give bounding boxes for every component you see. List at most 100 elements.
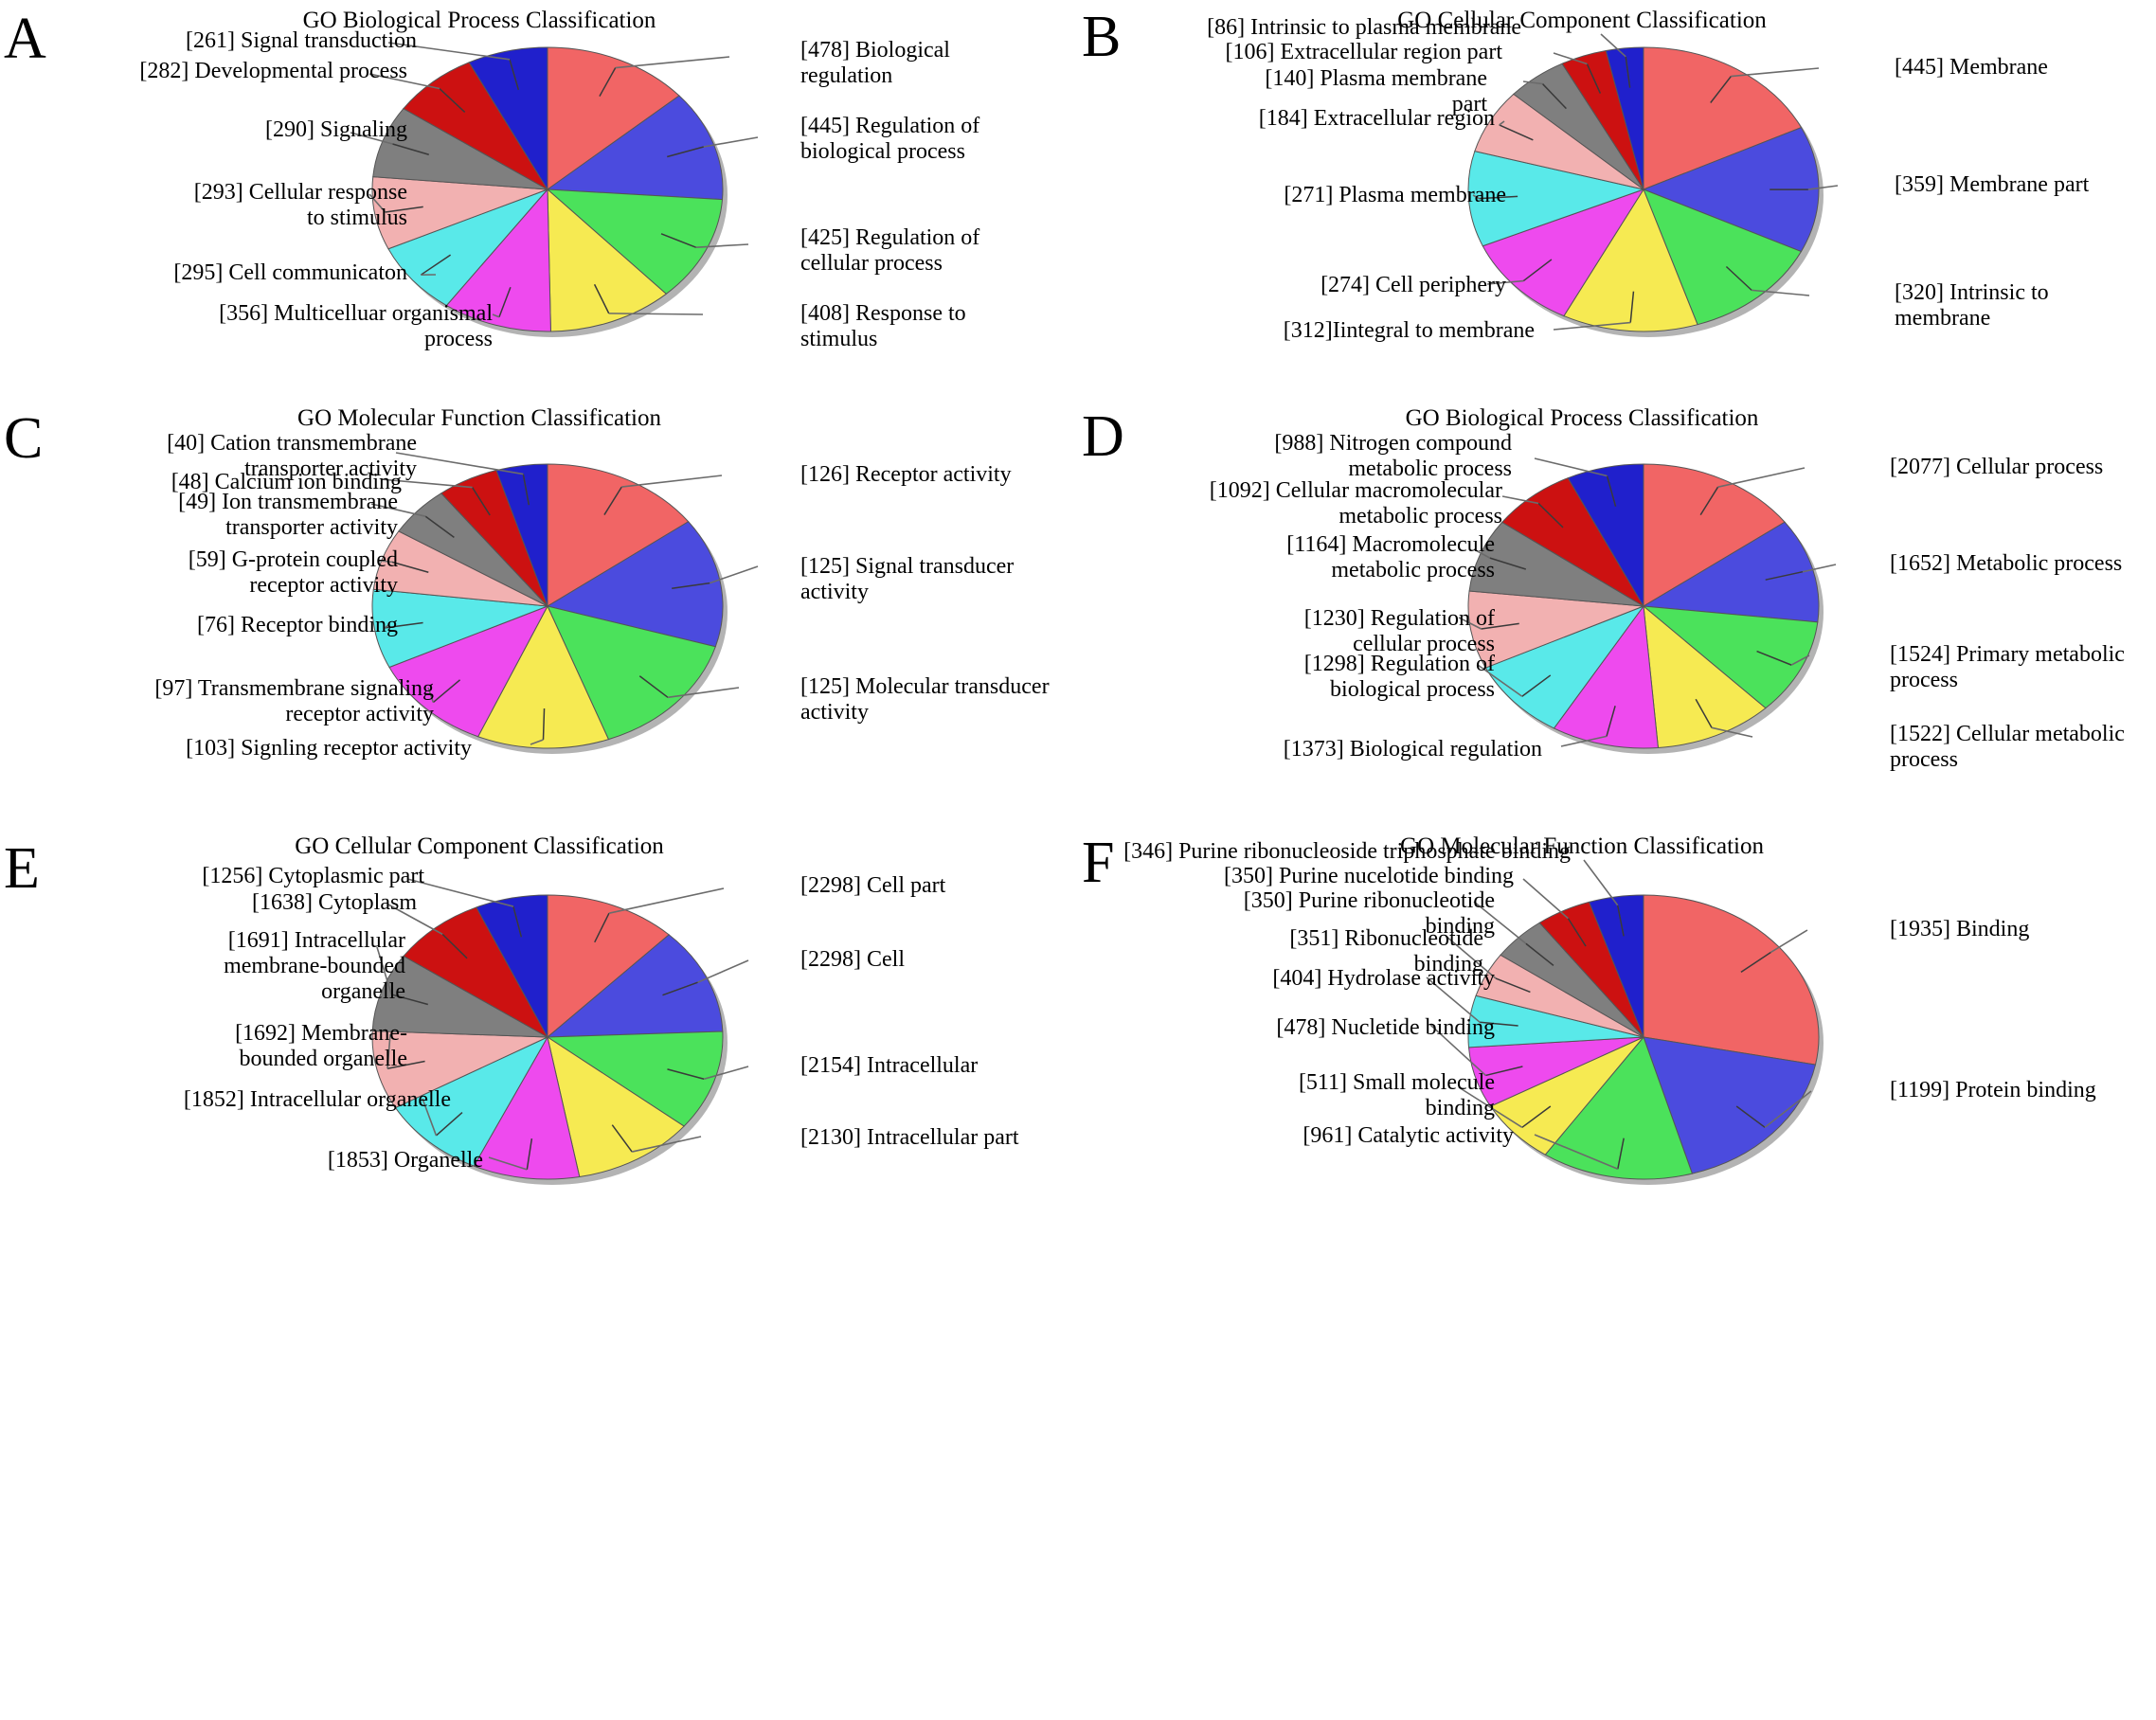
leader-tick [1756,650,1792,666]
slice-label: [2077] Cellular process [1890,455,2104,479]
pie-slice [1643,604,1767,749]
panel-letter-f: F [1082,831,1115,895]
slice-label: [350] Purine ribonucleotide binding [1243,888,1495,939]
slice-label: [125] Molecular transducer activity [800,674,1050,725]
leader-tick [603,486,622,515]
slice-label: [404] Hydrolase activity [1272,966,1495,991]
leader-tick [392,143,429,155]
leader-line [1534,457,1608,477]
leader-tick [1625,56,1631,88]
pie-slice [1500,922,1644,1038]
slice-label: [293] Cellular response to stimulus [193,180,407,230]
pie-slice [403,906,549,1039]
pie-slice [403,62,549,191]
leader-line [615,56,730,69]
slice-label: [346] Purine ribonucleoside triphosphate… [1123,839,1571,864]
slice-label: [1852] Intracellular organelle [183,1087,451,1112]
pie-slice [1538,901,1644,1038]
pie-slice [547,894,670,1039]
chart-title-f: GO Molecular Function Classification [1400,833,1764,859]
slice-label: [312]Iintegral to membrane [1283,318,1535,343]
leader-line [1553,52,1588,65]
leader-tick [667,1068,705,1080]
slice-label: [320] Intrinsic to membrane [1895,280,2049,331]
slice-label: [1230] Regulation of cellular process [1303,606,1495,656]
pie-slice [387,188,548,307]
pie-slice [547,46,680,190]
leader-tick [439,87,466,113]
leader-tick [1725,265,1752,291]
leader-tick [471,487,491,516]
pie-slice [1642,521,1820,623]
pie-slice [546,521,724,648]
leader-line [1790,654,1810,666]
slice-label: [1522] Cellular metabolic process [1890,722,2125,772]
pie-slice [1563,188,1698,332]
slice-label: [1691] Intracellular membrane-bounded or… [224,928,405,1004]
leader-tick [1699,486,1719,516]
leader-line [1583,859,1619,906]
leader-tick [1499,124,1534,141]
slice-label: [1164] Macromolecule metabolic process [1286,532,1495,582]
leader-tick [1740,951,1771,974]
leader-tick [594,912,610,943]
leader-line [1711,726,1753,738]
leader-line [1560,735,1608,747]
pie-slice [476,894,548,1038]
leader-line [492,314,500,318]
slice-label: [1638] Cytoplasm [252,890,417,915]
slice-label: [445] Membrane [1895,55,2048,80]
slice-label: [103] Signling receptor activity [186,736,472,761]
slice-label: [1935] Binding [1890,917,2030,941]
leader-line [608,887,725,914]
leader-tick [1495,977,1531,994]
leader-tick [667,146,704,158]
leader-tick [435,1112,463,1137]
leader-tick [420,254,452,276]
leader-line [697,959,749,983]
leader-line [703,1066,749,1080]
chart-title-b: GO Cellular Component Classification [1397,8,1767,33]
panel-letter-d: D [1082,404,1124,469]
slice-label: [126] Receptor activity [800,462,1012,487]
pie-slice [1544,1036,1694,1180]
pie-slice [1605,46,1644,190]
leader-line [1802,564,1837,573]
slice-label: [1256] Cytoplasmic part [202,864,424,888]
slice-label: [1692] Membrane- bounded organelle [235,1021,407,1071]
slice-label: [106] Extracellular region part [1225,40,1502,64]
pie-slice [1642,126,1820,253]
leader-line [1522,81,1543,85]
leader-tick [638,675,669,698]
slice-label: [184] Extracellular region [1258,106,1495,131]
slice-label: [97] Transmembrane signaling receptor ac… [154,676,434,726]
panel-letter-b: B [1082,5,1122,69]
slice-label: [2298] Cell part [800,873,946,898]
leader-tick [1489,557,1527,570]
slice-label: [478] Nucletide binding [1276,1015,1495,1040]
leader-tick [1522,259,1553,282]
pie-slice [547,1035,685,1178]
leader-line [1752,289,1810,296]
pie-slice [440,469,548,607]
leader-line [1764,1090,1812,1128]
slice-label: [425] Regulation of cellular process [800,225,980,276]
leader-line [1522,878,1569,920]
pie-slice [546,1030,724,1127]
slice-label: [408] Response to stimulus [800,301,966,351]
slice-label: [49] Ion transmembrane transporter activ… [178,490,398,540]
chart-title-a: GO Biological Process Classification [302,8,656,33]
pie-slice [546,188,724,295]
leader-tick [1616,905,1625,937]
slice-label: [511] Small molecule binding [1298,1070,1495,1120]
leader-tick [1567,918,1587,947]
leader-line [1770,929,1808,954]
leader-tick [542,708,546,740]
leader-line [1499,120,1505,126]
slice-label: [2130] Intracellular part [800,1125,1019,1150]
leader-line [703,136,759,148]
leader-tick [1695,698,1713,728]
leader-tick [522,474,530,506]
